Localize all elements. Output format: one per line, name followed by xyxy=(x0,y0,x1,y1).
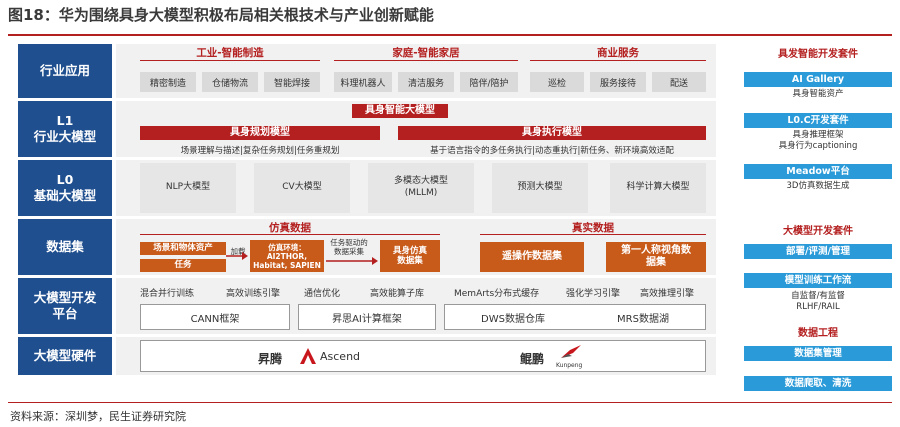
app-group-line xyxy=(530,60,706,61)
app-group-title: 工业-智能制造 xyxy=(196,47,264,59)
right-tool-desc: 自监督/有监督 RLHF/RAIL xyxy=(791,291,845,312)
app-item: 配送 xyxy=(652,72,706,92)
l0-model: 多模态大模型 (MLLM) xyxy=(368,163,474,213)
platform-frame-dws: DWS数据仓库 MRS数据湖 xyxy=(444,304,706,330)
right-tool-desc: 3D仿真数据生成 xyxy=(786,181,850,191)
app-item: 仓储物流 xyxy=(202,72,258,92)
title-divider xyxy=(8,34,892,36)
app-item: 料理机器人 xyxy=(334,72,392,92)
sim-env-box: 仿真环境： AI2THOR, Habitat, SAPIEN xyxy=(250,240,324,272)
right-section-title: 数据工程 xyxy=(798,328,838,339)
app-item: 清洁服务 xyxy=(398,72,454,92)
app-item: 陪伴/陪护 xyxy=(460,72,518,92)
layer-label: 大模型硬件 xyxy=(33,347,97,363)
layer-label: 数据集 xyxy=(46,238,84,254)
right-tool-name: Meadow平台 xyxy=(744,164,892,179)
layer-industry-app: 行业应用 xyxy=(18,44,112,98)
ascend-logo-icon xyxy=(300,348,316,364)
l1-center-bar: 具身智能大模型 xyxy=(352,104,448,118)
right-section-title: 具发智能开发套件 xyxy=(778,49,858,60)
real-data-title: 真实数据 xyxy=(572,222,614,234)
right-tool-name: 数据集管理 xyxy=(744,346,892,361)
sim-data-title: 仿真数据 xyxy=(269,222,311,234)
right-tool-name: 部署/评测/管理 xyxy=(744,244,892,259)
mrs-label: MRS数据湖 xyxy=(617,313,669,325)
load-arrow-icon xyxy=(226,252,248,260)
l0-model: NLP大模型 xyxy=(140,163,236,213)
dws-label: DWS数据仓库 xyxy=(481,313,545,325)
l1-right-bar: 具身执行模型 xyxy=(398,126,706,140)
right-tool-desc: 具身推理框架 具身行为captioning xyxy=(778,130,858,151)
app-group-title: 家庭-智能家居 xyxy=(392,47,460,59)
collect-arrow-icon xyxy=(326,257,378,265)
platform-tool: 通信优化 xyxy=(304,289,341,299)
right-tool-name: AI Gallery xyxy=(744,72,892,87)
fpv-dataset-box: 第一人称视角数 据集 xyxy=(606,242,706,272)
right-tool-name: 数据爬取、清洗 xyxy=(744,376,892,391)
teleop-dataset-box: 遥操作数据集 xyxy=(480,242,584,272)
app-item: 巡检 xyxy=(530,72,584,92)
layer-label: 行业应用 xyxy=(39,62,90,78)
platform-tool: 混合并行训练 xyxy=(140,289,195,299)
right-tool-name: L0.C开发套件 xyxy=(744,113,892,128)
platform-tool: 高效推理引擎 xyxy=(640,289,695,299)
platform-tool: 高效能算子库 xyxy=(370,289,425,299)
l0-model: 预测大模型 xyxy=(492,163,588,213)
platform-tool: 强化学习引擎 xyxy=(566,289,621,299)
sim-data-line xyxy=(140,234,440,235)
l1-left-bar: 具身规划模型 xyxy=(140,126,380,140)
load-label: 加载 xyxy=(230,247,246,256)
app-item: 服务接待 xyxy=(590,72,646,92)
kunpeng-brand: Kunpeng xyxy=(556,362,583,369)
app-item: 精密制造 xyxy=(140,72,196,92)
platform-frame-cann: CANN框架 xyxy=(140,304,290,330)
platform-tool: MemArts分布式缓存 xyxy=(454,289,540,299)
layer-hardware: 大模型硬件 xyxy=(18,337,112,375)
layer-label: 大模型开发 平台 xyxy=(33,289,97,321)
page-title: 图18：华为围绕具身大模型积极布局相关根技术与产业创新赋能 xyxy=(8,6,434,24)
layer-label: L0 基础大模型 xyxy=(33,171,97,203)
l0-model: 科学计算大模型 xyxy=(610,163,706,213)
platform-frame-mindspore: 昇思AI计算框架 xyxy=(298,304,436,330)
task-box: 任务 xyxy=(140,259,226,272)
app-group-title: 商业服务 xyxy=(597,47,639,59)
kunpeng-label: 鲲鹏 xyxy=(520,352,545,366)
layer-l1: L1 行业大模型 xyxy=(18,101,112,157)
app-group-line xyxy=(334,60,518,61)
footer-divider xyxy=(8,402,892,403)
layer-platform: 大模型开发 平台 xyxy=(18,278,112,334)
layer-dataset: 数据集 xyxy=(18,219,112,275)
app-item: 智能焊接 xyxy=(264,72,320,92)
hardware-frame xyxy=(140,340,706,372)
app-group-line xyxy=(140,60,320,61)
l1-right-desc: 基于语言指令的多任务执行|动态重执行|新任务、新环境高效适配 xyxy=(430,146,674,156)
sim-dataset-box: 具身仿真 数据集 xyxy=(380,240,440,272)
platform-tool: 高效训练引擎 xyxy=(226,289,281,299)
ascend-label: 昇腾 xyxy=(258,352,283,366)
right-section-title: 大模型开发套件 xyxy=(783,226,853,237)
kunpeng-logo-icon xyxy=(561,345,581,358)
l0-model: CV大模型 xyxy=(254,163,350,213)
ascend-brand: Ascend xyxy=(320,350,361,363)
right-tool-desc: 具身智能资产 xyxy=(792,89,844,99)
real-data-line xyxy=(480,234,706,235)
scene-assets-box: 场景和物体资产 xyxy=(140,242,226,255)
right-tool-name: 模型训练工作流 xyxy=(744,273,892,288)
collect-label: 任务驱动的 数据采集 xyxy=(330,238,368,256)
source-note: 资料来源：深圳梦，民生证券研究院 xyxy=(10,410,186,423)
layer-l0: L0 基础大模型 xyxy=(18,160,112,216)
l1-left-desc: 场景理解与描述|复杂任务规划|任务重规划 xyxy=(180,146,340,156)
layer-label: L1 行业大模型 xyxy=(33,112,97,144)
